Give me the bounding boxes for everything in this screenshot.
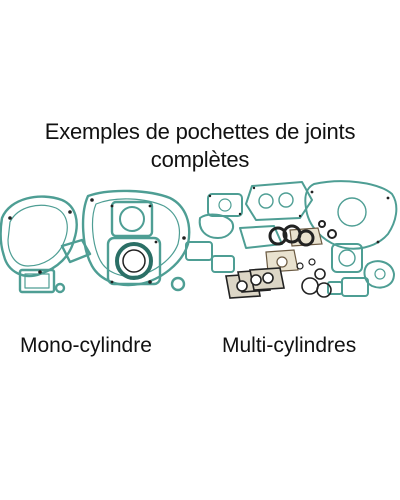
title-line-2: complètes [150,147,250,172]
multi-cylinder-caption: Multi-cylindres [222,334,357,357]
mono-cylinder-caption: Mono-cylindre [20,334,152,357]
title-line-1: Exemples de pochettes de joints [44,119,356,144]
mono-cylinder-gasket-kit-image [0,189,191,294]
page-title: Exemples de pochettes de joints complète… [0,118,400,174]
multi-cylinder-gasket-kit-image [185,180,398,299]
